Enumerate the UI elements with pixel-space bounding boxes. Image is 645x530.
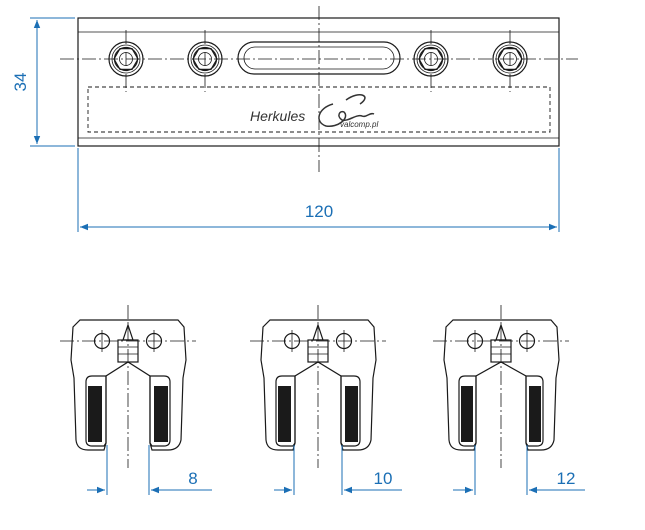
- end-view-10: 10: [250, 305, 402, 495]
- height-dimension: 34: [11, 17, 75, 147]
- brand-name: Herkules: [250, 108, 305, 124]
- height-label: 34: [11, 73, 30, 92]
- gap-label: 8: [188, 469, 197, 488]
- bolt-head: [108, 30, 144, 92]
- end-view-8: 8: [60, 305, 212, 495]
- bolt-head: [187, 30, 223, 92]
- herkules-logo: Herkules valcomp.pl: [250, 94, 378, 129]
- plate-outline: [77, 17, 560, 147]
- gap-label: 12: [557, 469, 576, 488]
- top-view: Herkules valcomp.pl 34 120: [11, 6, 578, 232]
- width-dimension: 120: [77, 148, 560, 232]
- signature-mark: [318, 94, 375, 127]
- bolt-head: [413, 30, 449, 92]
- gap-label: 10: [374, 469, 393, 488]
- center-slot: [237, 41, 401, 75]
- width-label: 120: [305, 202, 333, 221]
- brand-url: valcomp.pl: [340, 120, 378, 129]
- end-view-12: 12: [433, 305, 585, 495]
- hidden-outline: [87, 86, 551, 133]
- bolt-head: [492, 30, 528, 92]
